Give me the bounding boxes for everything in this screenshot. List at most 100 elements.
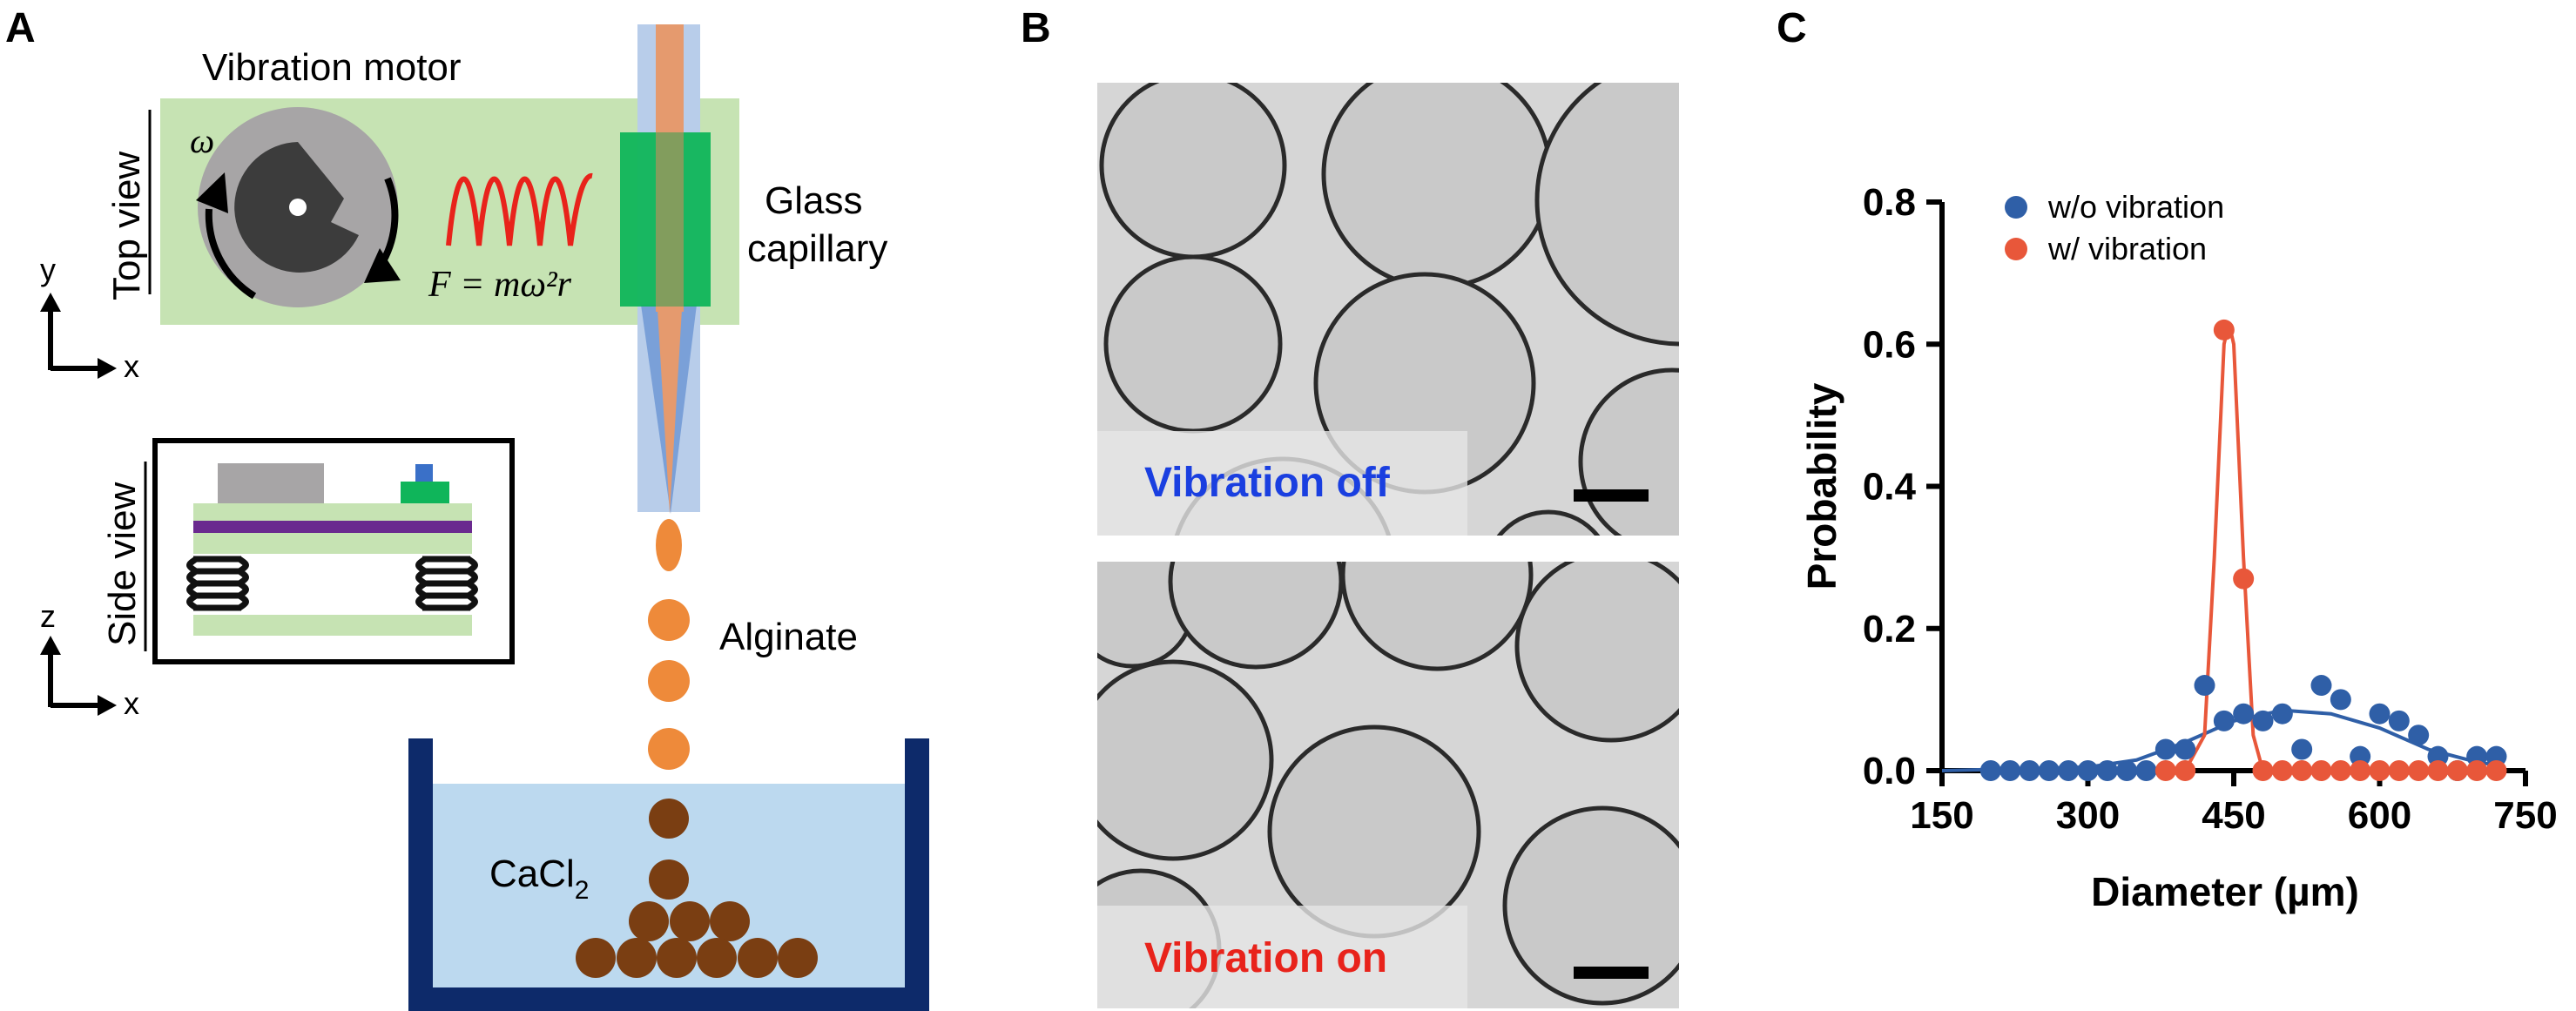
side-motor-block: [218, 463, 324, 503]
capillary-core-over-clamp: [656, 132, 684, 307]
x-axis-label: Diameter (µm): [2091, 869, 2359, 914]
alginate-drop-2: [648, 660, 690, 702]
side-plate-bottom: [193, 615, 472, 636]
vibration-off-label: Vibration off: [1144, 460, 1391, 506]
axis-x2-arrowhead: [98, 695, 117, 716]
cacl2-label: CaCl2: [489, 853, 589, 905]
scale-bar-top: [1574, 489, 1649, 502]
top-view-label: Top view: [105, 152, 148, 300]
cacl2-text: CaCl: [489, 853, 575, 895]
data-point-series-0: [2175, 738, 2196, 760]
data-point-series-0: [2116, 760, 2138, 781]
data-point-series-0: [2096, 760, 2118, 781]
legend-label-series-1: w/ vibration: [2047, 231, 2207, 266]
bath-wall: [408, 738, 929, 1011]
data-point-series-0: [2252, 710, 2274, 731]
axis-z-label: z: [40, 598, 56, 634]
data-point-series-1: [2466, 760, 2488, 781]
micrograph-vibration-off: Vibration off: [1097, 83, 1679, 536]
data-point-series-0: [2058, 760, 2080, 781]
capillary-label: capillary: [747, 227, 887, 270]
data-point-series-1: [2155, 760, 2176, 781]
vibration-sine-wave: [446, 173, 593, 246]
panel-a: A Vibration motor Top view ω F = mω²r Gl…: [5, 5, 929, 1011]
data-point-series-0: [2233, 703, 2255, 725]
glass-label: Glass: [765, 179, 862, 222]
legend-label-series-0: w/o vibration: [2047, 189, 2224, 225]
side-view-label: Side view: [101, 482, 144, 646]
data-point-series-1: [2175, 760, 2196, 781]
spring-left: [186, 556, 249, 611]
data-point-series-0: [2135, 760, 2157, 781]
y-tick-label: 0.6: [1863, 323, 1916, 366]
y-axis-label: Probability: [1799, 382, 1844, 590]
side-plate-stripe: [193, 521, 472, 533]
data-point-series-1: [2350, 760, 2371, 781]
data-point-series-0: [2271, 703, 2293, 725]
y-tick-label: 0.2: [1863, 608, 1916, 650]
axis-x2-label: x: [124, 685, 139, 721]
vibration-on-label: Vibration on: [1144, 935, 1387, 981]
y-tick-label: 0.0: [1863, 750, 1916, 792]
forming-droplet: [656, 519, 682, 571]
x-tick-label: 600: [2348, 794, 2411, 837]
axis-x-arrowhead: [98, 358, 117, 379]
x-tick-label: 300: [2056, 794, 2120, 837]
data-point-series-1: [2388, 760, 2410, 781]
side-capillary-block: [415, 464, 433, 482]
spring-right: [415, 556, 478, 611]
data-point-series-0: [2019, 760, 2040, 781]
panel-b-letter: B: [1021, 5, 1051, 51]
micrograph-vibration-on: Vibration on: [1097, 562, 1679, 1008]
data-point-series-1: [2369, 760, 2391, 781]
axis-z-arrowhead: [40, 636, 61, 655]
data-point-series-1: [2213, 319, 2235, 340]
data-point-series-0: [2388, 710, 2410, 731]
data-point-series-0: [2213, 710, 2235, 731]
data-point-series-1: [2252, 760, 2274, 781]
data-point-series-1: [2271, 760, 2293, 781]
data-point-series-0: [2155, 738, 2176, 760]
x-tick-label: 150: [1910, 794, 1973, 837]
panel-a-letter: A: [5, 5, 36, 51]
scale-bar-bottom: [1574, 967, 1649, 979]
axis-x-label: x: [124, 348, 139, 384]
vibration-motor-title: Vibration motor: [202, 46, 462, 89]
panel-b: B Vibration off: [1021, 5, 1679, 1008]
rotation-arrowhead-left: [196, 172, 228, 213]
data-point-series-1: [2427, 760, 2449, 781]
data-point-series-0: [2077, 760, 2099, 781]
axis-y-label: y: [40, 252, 56, 287]
capillary-core-taper: [657, 309, 682, 514]
motor-shaft: [289, 199, 307, 216]
alginate-drop-3: [648, 728, 690, 770]
data-point-series-0: [2369, 703, 2391, 725]
rotation-arrow-left: [205, 208, 257, 300]
rotation-arrowhead-right: [364, 248, 401, 283]
data-point-series-1: [2446, 760, 2468, 781]
legend-marker-series-1: [2005, 238, 2027, 260]
data-point-series-1: [2291, 760, 2313, 781]
y-tick-label: 0.4: [1863, 466, 1917, 509]
cacl2-subscript: 2: [575, 876, 590, 905]
gelled-beads: [576, 799, 818, 978]
omega-symbol: ω: [190, 121, 214, 160]
data-point-series-0: [2310, 675, 2332, 697]
data-point-series-1: [2485, 760, 2507, 781]
force-formula: F = mω²r: [428, 265, 572, 305]
data-point-series-0: [2408, 725, 2430, 746]
data-point-series-1: [2408, 760, 2430, 781]
data-point-series-0: [1999, 760, 2021, 781]
data-point-series-0: [2330, 689, 2351, 711]
rotation-arrow-right: [380, 177, 399, 263]
y-tick-label: 0.8: [1863, 181, 1916, 224]
axis-y-arrowhead: [40, 293, 61, 312]
data-point-series-1: [2310, 760, 2332, 781]
data-point-series-1: [2233, 568, 2255, 590]
panel-c-letter: C: [1777, 5, 1807, 51]
data-point-series-0: [2038, 760, 2060, 781]
data-point-series-0: [1979, 760, 2001, 781]
alginate-drop-1: [648, 599, 690, 641]
